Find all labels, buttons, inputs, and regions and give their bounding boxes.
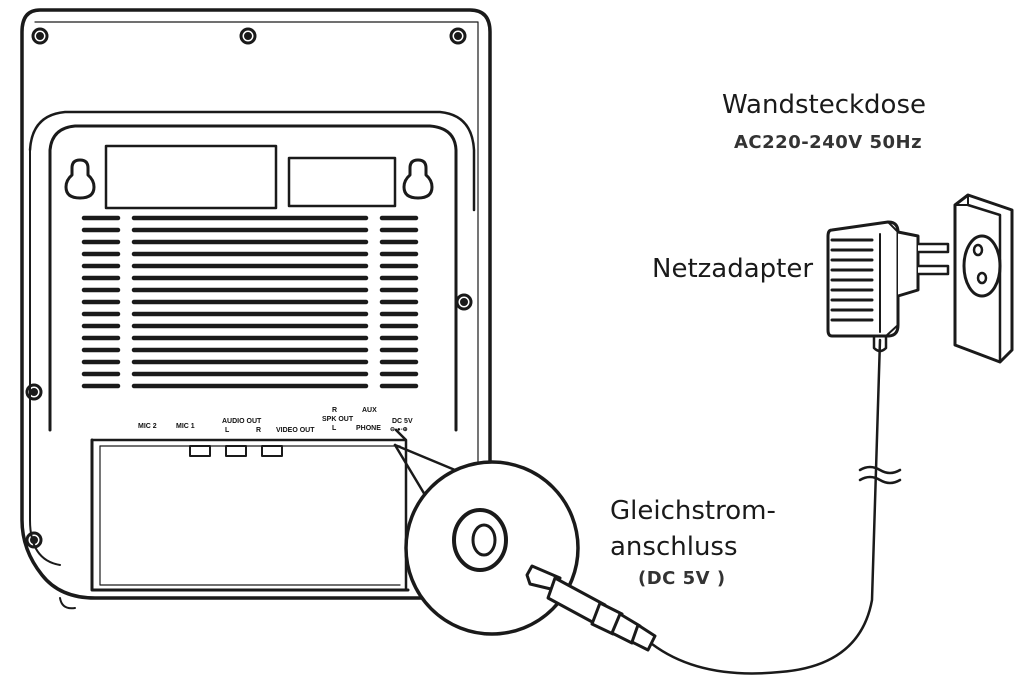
port-label-aux: AUX	[362, 407, 377, 414]
jack	[261, 445, 283, 457]
label-wall-socket: Wandsteckdose	[722, 90, 927, 120]
port-label-audio-out: AUDIO OUT	[222, 418, 262, 425]
port-label-audio-l: L	[225, 427, 230, 434]
jack	[189, 445, 211, 457]
screw-hole	[25, 383, 43, 401]
keyhole-right	[402, 158, 434, 200]
label-dc-jack-line1: Gleichstrom-	[610, 496, 776, 526]
screw-hole	[239, 27, 257, 45]
device-back: MIC 2 MIC 1 AUDIO OUT L R VIDEO OUT R SP…	[20, 8, 492, 610]
power-cable	[650, 338, 882, 675]
zoom-callout	[393, 443, 657, 652]
port-label-dc-polarity: ⊖-●-⊕	[390, 427, 408, 433]
cable-break-mark	[858, 475, 902, 485]
dc-plug	[525, 564, 657, 652]
label-wall-socket-spec: AC220-240V 50Hz	[734, 132, 923, 153]
port-label-audio-r: R	[256, 427, 261, 434]
wall-socket	[953, 193, 1014, 364]
port-label-phone: PHONE	[356, 425, 381, 432]
screw-hole	[31, 27, 49, 45]
label-adapter: Netzadapter	[652, 254, 814, 284]
socket-hole	[976, 271, 988, 285]
jack	[225, 445, 247, 457]
dc-socket-zoomed	[452, 508, 508, 572]
socket-face	[962, 234, 1002, 298]
keyhole-left	[64, 158, 96, 200]
power-adapter	[826, 220, 950, 353]
label-dc-jack-spec: (DC 5V )	[638, 568, 726, 589]
port-label-spk-l: L	[332, 425, 337, 432]
socket-hole	[972, 243, 984, 257]
port-label-mic2: MIC 2	[138, 423, 157, 430]
label-dc-jack-line2: anschluss	[610, 532, 738, 562]
port-label-mic1: MIC 1	[176, 423, 195, 430]
label-recess	[287, 156, 397, 208]
port-label-video-out: VIDEO OUT	[276, 427, 315, 434]
screw-hole	[455, 293, 473, 311]
vent-grille	[81, 215, 419, 389]
port-label-dc5v: DC 5V	[392, 418, 413, 425]
port-label-spk-r: R	[332, 407, 337, 414]
label-recess	[104, 144, 278, 210]
screw-hole	[449, 27, 467, 45]
cable-break-mark	[858, 465, 902, 475]
port-label-spk-out: SPK OUT	[322, 416, 354, 423]
